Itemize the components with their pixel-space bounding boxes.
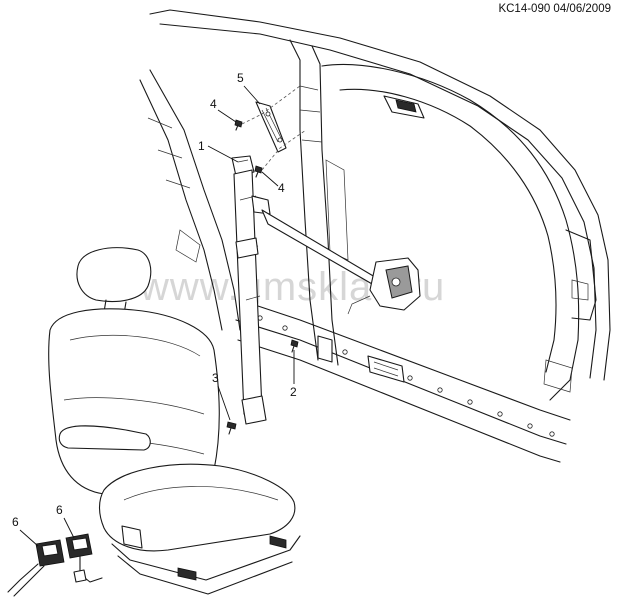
- svg-text:4: 4: [278, 181, 285, 195]
- svg-text:3: 3: [212, 371, 219, 385]
- svg-text:6: 6: [12, 515, 19, 529]
- svg-text:5: 5: [237, 71, 244, 85]
- height-adjuster-part-5: [255, 101, 287, 153]
- buckle-part-6-left: [7, 539, 65, 597]
- front-seat: [48, 247, 301, 595]
- sill-holes: [257, 315, 555, 437]
- svg-text:1: 1: [198, 139, 205, 153]
- callout-6-right: 6: [56, 503, 75, 539]
- body-side-frame: [139, 9, 611, 463]
- callout-3: 3: [212, 371, 231, 421]
- bolt-part-3: [226, 421, 237, 435]
- bolt-part-4-lower: [254, 165, 263, 178]
- bolt-part-4-upper: [234, 119, 243, 131]
- svg-text:6: 6: [56, 503, 63, 517]
- callout-2: 2: [290, 350, 297, 399]
- callout-4-lower: 4: [261, 171, 285, 195]
- callout-6-left: 6: [12, 515, 39, 547]
- svg-text:4: 4: [210, 97, 217, 111]
- svg-text:2: 2: [290, 385, 297, 399]
- buckle-part-6-right: [65, 533, 103, 583]
- seat-belt-retractor-part-1: [231, 155, 387, 425]
- callout-4-upper: 4: [210, 97, 237, 123]
- callout-1: 1: [198, 139, 239, 163]
- callout-5: 5: [237, 71, 261, 105]
- bolt-part-2: [290, 339, 299, 353]
- lower-retractor-housing: [347, 257, 421, 315]
- diagram-code: KC14-090 04/06/2009: [498, 3, 611, 15]
